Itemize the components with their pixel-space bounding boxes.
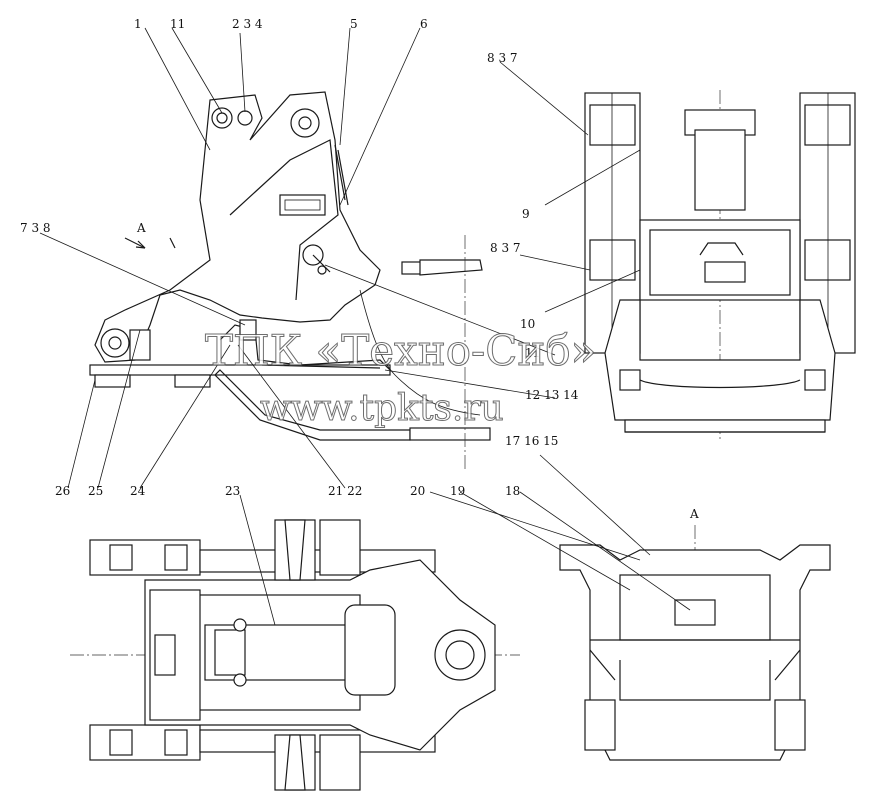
watermark-line2: www.tpkts.ru — [260, 388, 504, 429]
callout-26: 26 — [55, 484, 70, 498]
callout-5: 5 — [350, 17, 358, 31]
callout-6: 6 — [420, 17, 428, 31]
view-arrow-label: A — [136, 221, 146, 235]
plan-view — [70, 519, 520, 791]
section-a — [559, 525, 831, 761]
side-view — [89, 91, 491, 441]
callout-18: 18 — [505, 484, 520, 498]
callout-21-22: 21 22 — [328, 484, 362, 498]
watermark: ТПК «Техно-Сиб» www.tpkts.ru — [205, 326, 597, 430]
callout-17-16-15: 17 16 15 — [505, 434, 558, 448]
callout-1: 1 — [134, 17, 142, 31]
callout-2-3-4: 2 3 4 — [232, 17, 263, 31]
callout-11-mid: 11 — [525, 346, 540, 360]
callout-19: 19 — [450, 484, 465, 498]
callout-7-3-8: 7 3 8 — [20, 221, 51, 235]
section-title: A — [689, 507, 699, 521]
callout-20: 20 — [410, 484, 425, 498]
callout-24: 24 — [130, 484, 146, 498]
callout-9: 9 — [522, 207, 530, 221]
callout-8-3-7-mid: 8 3 7 — [490, 241, 521, 255]
callout-25: 25 — [88, 484, 103, 498]
watermark-line1: ТПК «Техно-Сиб» — [205, 326, 596, 375]
callout-10: 10 — [520, 317, 535, 331]
callout-11-top: 11 — [170, 17, 185, 31]
callout-12-13-14: 12 13 14 — [525, 388, 579, 402]
callout-labels: 1 11 2 3 4 5 6 8 3 7 9 7 3 8 8 3 7 10 11… — [20, 17, 699, 521]
front-view — [584, 90, 856, 440]
leader-lines — [39, 27, 691, 626]
callout-23: 23 — [225, 484, 240, 498]
callout-8-3-7-top: 8 3 7 — [487, 51, 518, 65]
